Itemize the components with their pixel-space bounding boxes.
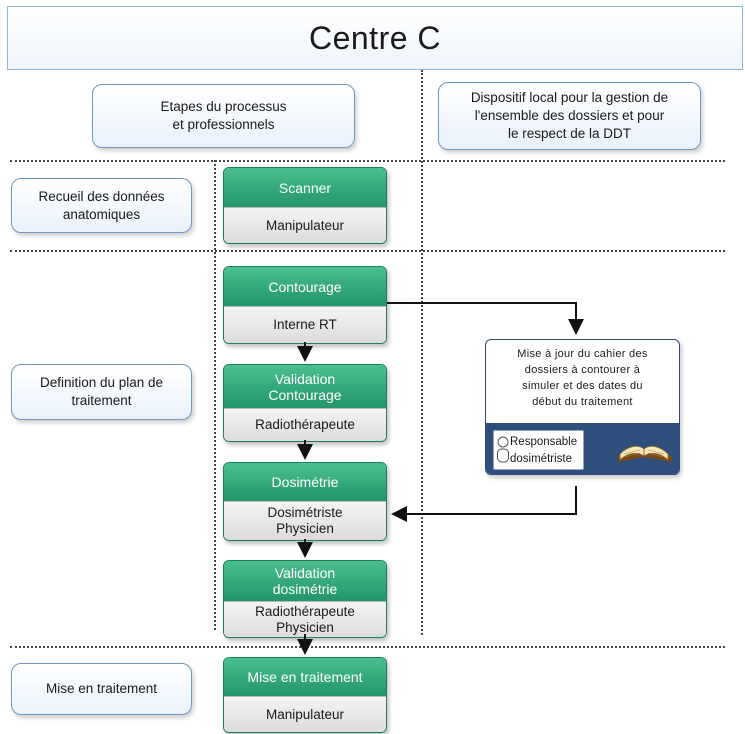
step-role: Manipulateur bbox=[224, 696, 386, 732]
step-name-line: dosimétrie bbox=[272, 581, 338, 597]
step-dosimetry: Dosimétrie Dosimétriste Physicien bbox=[223, 462, 387, 541]
local-text-line: simuler et des dates du bbox=[522, 380, 643, 392]
step-role-line: Manipulateur bbox=[265, 217, 345, 233]
phase-data-collection: Recueil des données anatomiques bbox=[11, 178, 192, 233]
step-name: Validation Contourage bbox=[224, 365, 386, 408]
step-dosimetry-validation: Validation dosimétrie Radiothérapeute Ph… bbox=[223, 560, 387, 638]
header-line: Dispositif local pour la gestion de bbox=[470, 90, 669, 105]
local-device-header: Dispositif local pour la gestion de l'en… bbox=[438, 82, 701, 150]
arrow-contouring-to-local bbox=[387, 302, 584, 335]
phase-treatment-start: Mise en traitement bbox=[11, 663, 192, 715]
step-name: Dosimétrie bbox=[224, 463, 386, 501]
separator-line bbox=[10, 250, 725, 252]
header-line: l'ensemble des dossiers et pour bbox=[474, 108, 665, 123]
phase-label-line: Recueil des données bbox=[38, 188, 165, 204]
step-name-line: Dosimétrie bbox=[271, 474, 339, 490]
step-role: Radiothérapeute Physicien bbox=[224, 601, 386, 637]
local-device-text: Mise à jour du cahier des dossiers à con… bbox=[486, 346, 679, 410]
step-name-line: Mise en traitement bbox=[247, 669, 363, 685]
step-name: Scanner bbox=[224, 168, 386, 207]
header-line: le respect de la DDT bbox=[507, 126, 632, 141]
step-name: Contourage bbox=[224, 267, 386, 306]
book-icon bbox=[618, 445, 672, 462]
step-scanner: Scanner Manipulateur bbox=[223, 167, 387, 244]
person-icon bbox=[497, 436, 509, 463]
separator-line bbox=[10, 646, 725, 648]
local-text-line: dossiers à contourer à bbox=[524, 364, 641, 376]
responsible-label: Responsable dosimétriste bbox=[510, 434, 577, 468]
step-role-line: Physicien bbox=[276, 619, 334, 635]
phase-label-line: anatomiques bbox=[62, 206, 141, 222]
column-divider-line bbox=[421, 70, 423, 635]
page-title: Centre C bbox=[7, 6, 743, 70]
responsible-line: Responsable bbox=[510, 436, 578, 448]
step-role-line: Dosimétriste bbox=[267, 505, 343, 520]
step-role: Interne RT bbox=[224, 306, 386, 343]
step-role-line: Manipulateur bbox=[265, 706, 345, 722]
column-divider-line bbox=[214, 160, 216, 630]
process-steps-header: Etapes du processus et professionnels bbox=[92, 84, 355, 148]
phase-label-line: Mise en traitement bbox=[45, 681, 158, 696]
step-role: Dosimétriste Physicien bbox=[224, 501, 386, 540]
step-role: Manipulateur bbox=[224, 207, 386, 243]
local-text-line: début du traitement bbox=[532, 396, 633, 408]
step-role-line: Radiothérapeute bbox=[255, 603, 355, 619]
step-name-line: Validation bbox=[274, 370, 336, 387]
step-contouring: Contourage Interne RT bbox=[223, 266, 387, 344]
step-name-line: Contourage bbox=[268, 278, 342, 295]
local-device-box: Mise à jour du cahier des dossiers à con… bbox=[485, 339, 680, 475]
step-name: Mise en traitement bbox=[224, 658, 386, 696]
step-treatment-start: Mise en traitement Manipulateur bbox=[223, 657, 387, 733]
phase-label-line: traitement bbox=[71, 393, 132, 408]
step-name-line: Contourage bbox=[268, 386, 342, 403]
step-name-line: Scanner bbox=[278, 179, 332, 196]
responsible-box: Responsable dosimétriste bbox=[493, 430, 584, 470]
step-role-line: Physicien bbox=[276, 521, 334, 536]
separator-line bbox=[10, 160, 725, 162]
header-line: et professionnels bbox=[172, 117, 275, 132]
step-name-line: Validation bbox=[274, 565, 336, 581]
step-role: Radiothérapeute bbox=[224, 408, 386, 441]
step-role-line: Interne RT bbox=[273, 317, 337, 332]
responsible-line: dosimétriste bbox=[510, 453, 572, 465]
local-text-line: Mise à jour du cahier des bbox=[517, 348, 648, 360]
phase-treatment-planning: Definition du plan de traitement bbox=[11, 364, 192, 420]
arrow-local-to-dosimetry bbox=[391, 486, 577, 522]
header-line: Etapes du processus bbox=[160, 99, 287, 114]
step-role-line: Radiothérapeute bbox=[255, 417, 355, 432]
step-name: Validation dosimétrie bbox=[224, 561, 386, 601]
phase-label-line: Definition du plan de bbox=[39, 375, 164, 390]
